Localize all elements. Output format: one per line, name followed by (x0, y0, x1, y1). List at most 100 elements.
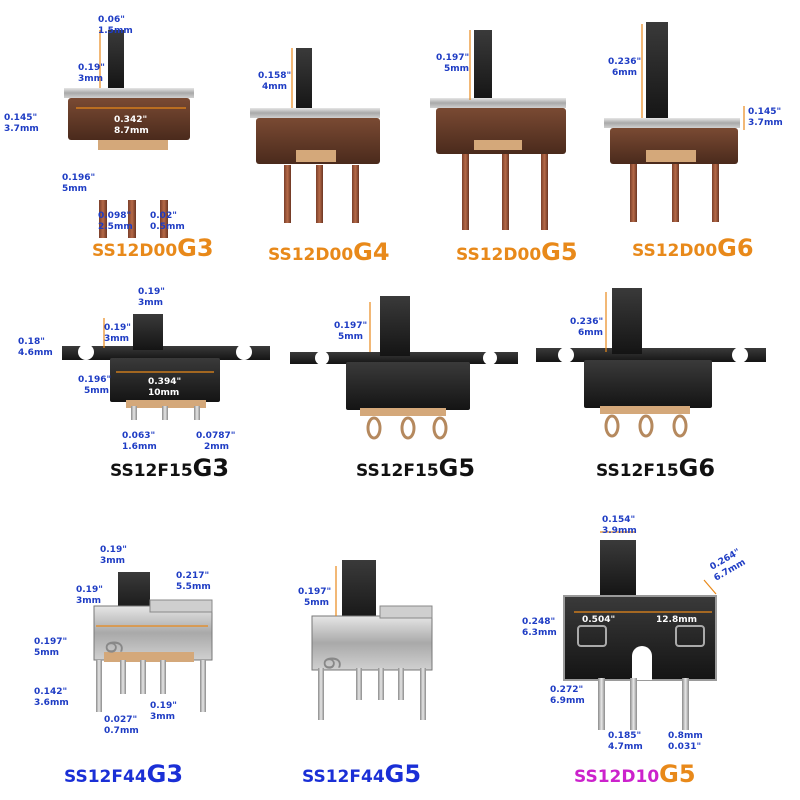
dim-text: 0.8mm (668, 731, 703, 741)
dims-ss12f44g5: 0.197" 5mm (298, 587, 331, 608)
switch-ss12d10g5 (563, 531, 717, 730)
dims-ss12d10g5: 0.154" 3.9mm 0.264" 6.7mm 0.248" 6.3mm 0… (522, 515, 748, 752)
dim-text: 5.5mm (176, 582, 211, 592)
dim-text: 5mm (304, 598, 329, 608)
dim-text: 0.248" (522, 617, 555, 627)
label-ss12d00g3: SS12D00G3 (92, 234, 214, 262)
dim-text: 0.19" (150, 701, 177, 711)
dim-text: 0.19" (100, 545, 127, 555)
dim-text: 0.197" (334, 321, 367, 331)
switch-ss12f44g3: 6 (93, 572, 213, 712)
label-ss12d00g5: SS12D00G5 (456, 238, 578, 266)
dim-text: 2mm (204, 442, 229, 452)
dim-text: 3mm (138, 298, 163, 308)
label-ss12f44g5: SS12F44G5 (302, 760, 421, 788)
dim-text: 0.272" (550, 685, 583, 695)
dim-text: 3mm (100, 556, 125, 566)
dim-text: 1.6mm (122, 442, 157, 452)
dim-text: 0.197" (298, 587, 331, 597)
switch-ss12d00g3 (64, 30, 194, 238)
dim-text: 0.236" (570, 317, 603, 327)
dim-text: 0.154" (602, 515, 635, 525)
dim-text: 3mm (76, 596, 101, 606)
dim-text: 0.031" (668, 742, 701, 752)
dim-text: 6.9mm (550, 696, 585, 706)
dim-text: 0.158" (258, 71, 291, 81)
dim-text: 6.3mm (522, 628, 557, 638)
dim-text: 0.142" (34, 687, 67, 697)
switch-ss12d00g6 (604, 22, 745, 222)
dim-text: 0.027" (104, 715, 137, 725)
product-labels: SS12D00G3 SS12D00G4 SS12D00G5 SS12D00G6 … (64, 234, 754, 788)
dim-text: 6mm (578, 328, 603, 338)
switch-ss12d00g5 (430, 30, 566, 230)
switch-ss12d00g4 (250, 48, 380, 223)
dim-text: 0.06" (98, 15, 125, 25)
dim-text: 0.196" (78, 375, 111, 385)
dim-text: 6mm (612, 68, 637, 78)
dims-ss12f44g3: 0.19" 3mm 0.19" 3mm 0.217" 5.5mm 0.197" … (34, 545, 211, 736)
dims-ss12d00g4: 0.158" 4mm (258, 71, 291, 92)
switch-ss12f44g5: 6 (311, 560, 433, 720)
label-ss12f44g3: SS12F44G3 (64, 760, 183, 788)
dim-text: 3mm (104, 334, 129, 344)
dims-ss12d00g3: 0.06" 1.5mm 0.19" 3mm 0.145" 3.7mm 0.342… (4, 15, 185, 232)
dim-text: 3.9mm (602, 526, 637, 536)
dim-text: 8.7mm (114, 126, 149, 136)
dims-ss12d00g5: 0.197" 5mm (436, 53, 469, 74)
dim-text: 0.197" (34, 637, 67, 647)
dim-text: 0.7mm (104, 726, 139, 736)
dim-text: 0.19" (76, 585, 103, 595)
dim-text: 12.8mm (656, 615, 697, 625)
svg-text:6: 6 (100, 640, 125, 654)
dim-text: 0.236" (608, 57, 641, 67)
switch-ss12f15g6 (536, 288, 766, 438)
label-ss12d00g4: SS12D00G4 (268, 238, 390, 266)
dim-text: 0.19" (104, 323, 131, 333)
dim-text: 3.6mm (34, 698, 69, 708)
dim-text: 0.063" (122, 431, 155, 441)
dim-text: 0.19" (78, 63, 105, 73)
dim-text: 3mm (78, 74, 103, 84)
dims-ss12f15g5: 0.197" 5mm (334, 321, 367, 342)
dim-text: 0.217" (176, 571, 209, 581)
dim-text: 0.0787" (196, 431, 235, 441)
dims-ss12f15g3: 0.19" 3mm 0.19" 3mm 0.18" 4.6mm 0.196" 5… (18, 287, 235, 452)
dim-text: 5mm (84, 386, 109, 396)
dim-text: 0.197" (436, 53, 469, 63)
dim-text: 4.7mm (608, 742, 643, 752)
dim-text: 0.394" (148, 377, 181, 387)
dim-text: 5mm (34, 648, 59, 658)
dim-text: 0.5mm (150, 222, 185, 232)
label-ss12d00g6: SS12D00G6 (632, 234, 754, 262)
dim-text: 2.5mm (98, 222, 133, 232)
dim-text: 5mm (338, 332, 363, 342)
label-ss12f15g3: SS12F15G3 (110, 454, 229, 482)
dims-ss12f15g6: 0.236" 6mm (570, 317, 603, 338)
dim-text: 0.145" (748, 107, 781, 117)
dim-text: 3mm (150, 712, 175, 722)
dim-text: 0.185" (608, 731, 641, 741)
dim-text: 10mm (148, 388, 179, 398)
dim-text: 3.7mm (748, 118, 783, 128)
dim-text: 0.342" (114, 115, 147, 125)
dim-text: 0.196" (62, 173, 95, 183)
dim-text: 0.18" (18, 337, 45, 347)
dim-text: 0.02" (150, 211, 177, 221)
label-ss12f15g5: SS12F15G5 (356, 454, 475, 482)
dims-ss12d00g6: 0.236" 6mm 0.145" 3.7mm (608, 57, 783, 128)
dim-text: 5mm (62, 184, 87, 194)
dim-text: 0.504" (582, 615, 615, 625)
dim-text: 5mm (444, 64, 469, 74)
dim-text: 1.5mm (98, 26, 133, 36)
svg-text:6: 6 (318, 656, 343, 670)
dim-text: 3.7mm (4, 124, 39, 134)
label-ss12f15g6: SS12F15G6 (596, 454, 715, 482)
switch-ss12f15g3 (62, 314, 270, 420)
dim-text: 4.6mm (18, 348, 53, 358)
switch-ss12f15g5 (290, 296, 518, 440)
dim-text: 0.098" (98, 211, 131, 221)
dim-text: 0.19" (138, 287, 165, 297)
dim-text: 0.145" (4, 113, 37, 123)
